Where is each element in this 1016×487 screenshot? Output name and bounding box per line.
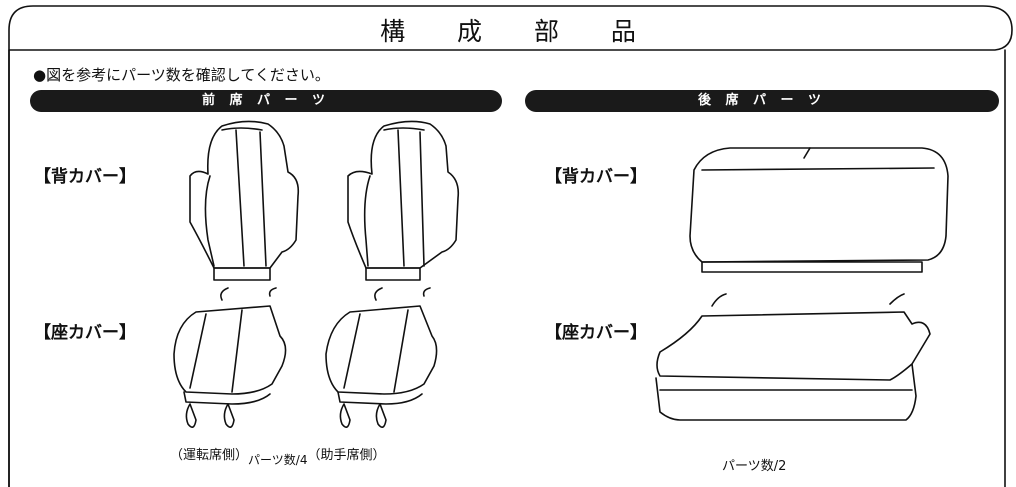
front-parts-count: パーツ数/4 — [248, 453, 308, 467]
rear-back-cover-label: 【背カバー】 — [545, 167, 647, 187]
rear-backrest-illustration — [689, 147, 949, 273]
page-title: 構 成 部 品 — [380, 17, 658, 46]
driver-side-caption: （運転席側） — [170, 448, 249, 463]
rear-parts-count: パーツ数/2 — [722, 459, 787, 474]
front-seat-cover-label: 【座カバー】 — [34, 323, 136, 343]
driver-seat-cushion-illustration — [173, 287, 287, 428]
rear-seat-cushion-illustration — [655, 293, 931, 421]
driver-backrest-illustration — [189, 120, 300, 281]
front-parts-caption: （運転席側）パーツ数/4（助手席側） — [170, 444, 386, 467]
passenger-backrest-illustration — [347, 120, 460, 281]
intro-text: ●図を参考にパーツ数を確認してください。 — [33, 66, 330, 84]
rear-seat-cover-label: 【座カバー】 — [545, 323, 647, 343]
front-seat-header: 前 席 パ ー ツ — [30, 90, 502, 112]
passenger-side-caption: （助手席側） — [307, 448, 386, 463]
rear-seat-header: 後 席 パ ー ツ — [525, 90, 999, 112]
front-back-cover-label: 【背カバー】 — [34, 167, 136, 187]
passenger-seat-cushion-illustration — [325, 287, 438, 428]
